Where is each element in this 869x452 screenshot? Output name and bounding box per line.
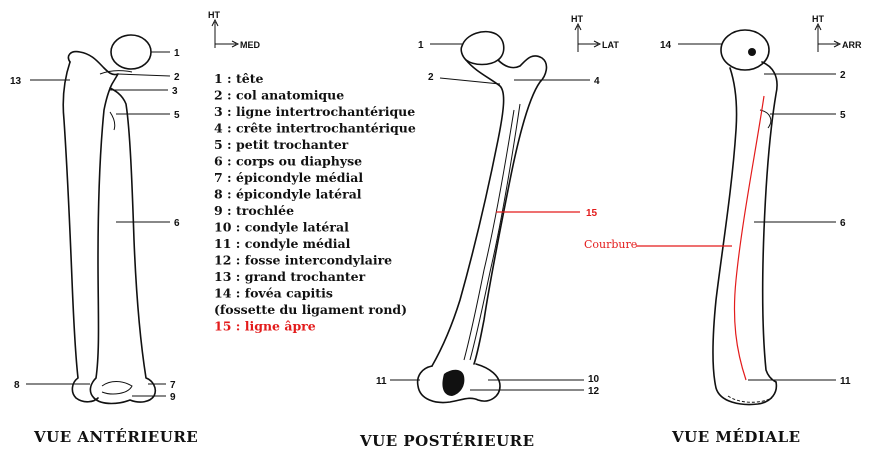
post-axis-up-label: HT: [571, 14, 583, 24]
label-7: 7: [170, 380, 176, 391]
label-5: 5: [174, 110, 180, 121]
post-label-11: 11: [376, 376, 387, 387]
legend-item: 7 : épicondyle médial: [214, 170, 363, 185]
med-curvature-label: Courbure: [584, 238, 637, 251]
posterior-view-title: VUE POSTÉRIEURE: [359, 432, 535, 450]
post-label-1: 1: [418, 40, 424, 51]
label-3: 3: [172, 86, 178, 97]
legend-item: 11 : condyle médial: [214, 236, 351, 251]
legend-item: 10 : condyle latéral: [214, 220, 349, 235]
legend-item: 9 : trochlée: [214, 203, 294, 218]
medial-view-title: VUE MÉDIALE: [671, 428, 801, 446]
med-axis-up-label: HT: [812, 14, 824, 24]
posterior-orientation-axis: HT LAT: [571, 14, 619, 52]
label-2: 2: [174, 72, 180, 83]
anterior-distal-detail: [102, 382, 132, 395]
post-label-2: 2: [428, 72, 434, 83]
legend-item: 5 : petit trochanter: [214, 137, 349, 152]
post-label-15: 15: [586, 208, 598, 219]
anterior-orientation-axis: HT MED: [208, 10, 261, 50]
post-axis-side-label: LAT: [602, 40, 619, 50]
medial-femur-head: [721, 30, 769, 70]
post-label-4: 4: [594, 76, 600, 87]
legend-item: 12 : fosse intercondylaire: [214, 253, 392, 268]
post-label-12: 12: [588, 386, 600, 397]
label-13: 13: [10, 76, 22, 87]
medial-orientation-axis: HT ARR: [812, 14, 862, 52]
med-label-5: 5: [840, 110, 846, 121]
posterior-linea-aspera: [464, 110, 514, 360]
med-label-6: 6: [840, 218, 846, 229]
anterior-femur-head: [111, 35, 151, 69]
label-8: 8: [14, 380, 20, 391]
label-6: 6: [174, 218, 180, 229]
medial-fovea-capitis: [748, 48, 756, 56]
legend-item: 4 : crête intertrochantérique: [214, 121, 416, 136]
anterior-femur-outline: [68, 52, 155, 404]
legend-item: 15 : ligne âpre: [214, 319, 316, 334]
med-label-2: 2: [840, 70, 846, 81]
legend-item: 6 : corps ou diaphyse: [214, 154, 362, 169]
posterior-intercondylar-fossa: [442, 370, 464, 396]
label-9: 9: [170, 392, 176, 403]
posterior-femur-outline-lateral: [474, 56, 546, 364]
med-axis-side-label: ARR: [842, 40, 862, 50]
medial-curvature-line: [734, 96, 764, 380]
label-1: 1: [174, 48, 180, 59]
anterior-lesser-trochanter: [110, 112, 115, 130]
legend-item: (fossette du ligament rond): [214, 302, 407, 317]
legend-item: 8 : épicondyle latéral: [214, 187, 362, 202]
posterior-femur-outline-medial: [432, 60, 504, 366]
anterior-femur-lateral-edge: [63, 62, 98, 402]
med-label-14: 14: [660, 40, 672, 51]
axis-up-label: HT: [208, 10, 220, 20]
post-label-10: 10: [588, 374, 600, 385]
legend-item: 3 : ligne intertrochantérique: [214, 104, 415, 119]
medial-view: 14 2 5 6 Courbure 11 HT ARR VUE MÉDIALE: [584, 14, 862, 446]
medial-femur-outline-front: [713, 68, 776, 404]
legend-item: 2 : col anatomique: [214, 88, 344, 103]
leader-2: [118, 74, 170, 76]
axis-side-label: MED: [240, 40, 261, 50]
med-label-11: 11: [840, 376, 851, 387]
posterior-view: 1 2 4 15 11 10 12 HT LAT VUE POSTÉRIEURE: [359, 14, 619, 450]
anterior-neck-line: [100, 71, 132, 74]
legend-item: 14 : fovéa capitis: [214, 286, 333, 301]
legend-item: 13 : grand trochanter: [214, 269, 366, 284]
legend-item: 1 : tête: [214, 71, 264, 86]
anterior-view-title: VUE ANTÉRIEURE: [33, 428, 198, 446]
